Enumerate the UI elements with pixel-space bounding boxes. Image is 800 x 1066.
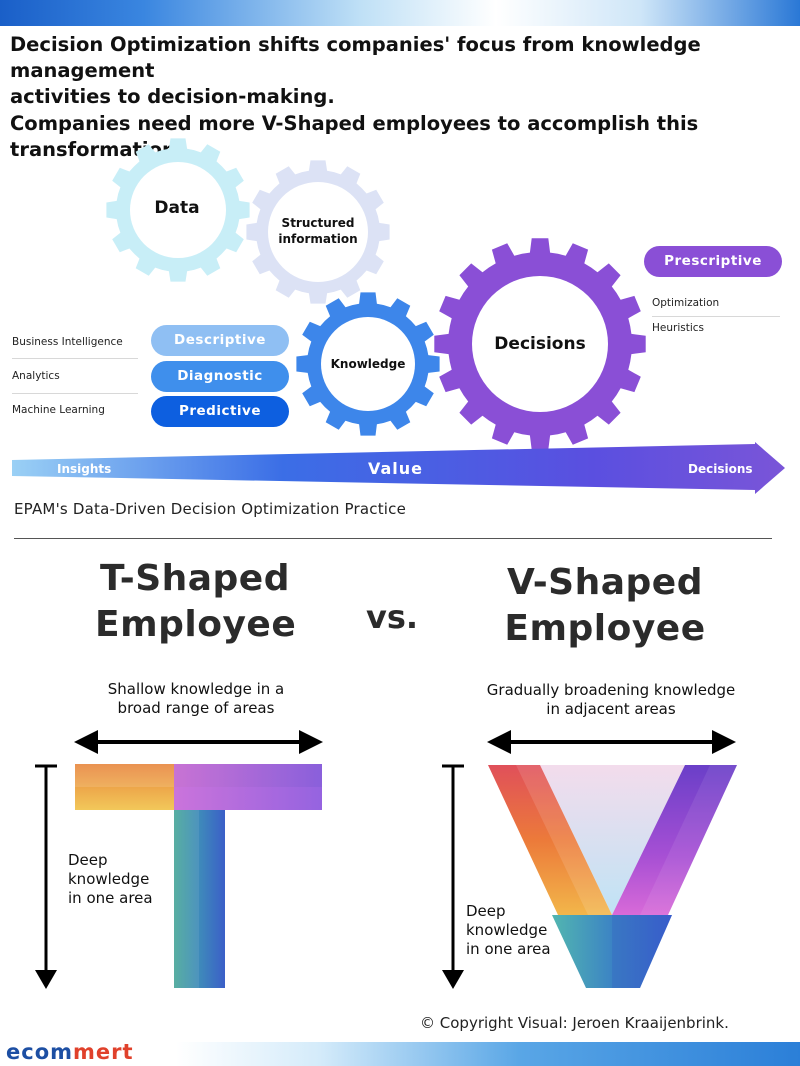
t-depth-line-3: in one area — [68, 889, 153, 907]
top-decor-bar — [0, 0, 800, 26]
v-shape-title: V-Shaped Employee — [500, 560, 710, 652]
bottom-decor-bar — [0, 1042, 800, 1066]
gear-knowledge-center — [321, 317, 415, 411]
t-breadth-arrow — [74, 730, 323, 754]
t-shape-title: T-Shaped Employee — [95, 556, 297, 648]
v-shape — [488, 765, 737, 988]
t-shape-title-line-1: T-Shaped — [99, 558, 290, 599]
v-shape-breadth-description: Gradually broadening knowledge in adjace… — [476, 681, 746, 719]
t-shape — [75, 764, 322, 988]
gear-label-knowledge: Knowledge — [330, 357, 406, 371]
v-depth-line-2: knowledge — [466, 921, 548, 939]
v-depth-arrow — [442, 764, 464, 989]
v-shape-title-line-2: Employee — [504, 608, 706, 649]
v-shape-title-line-1: V-Shaped — [507, 562, 703, 603]
divider — [652, 316, 780, 317]
divider — [12, 393, 138, 394]
headline-1-line-2: activities to decision-making. — [10, 85, 335, 108]
gear-decisions-center — [472, 276, 608, 412]
label-business-intelligence: Business Intelligence — [12, 336, 123, 348]
v-shape-breadth-line-2: in adjacent areas — [546, 700, 676, 718]
headline-1: Decision Optimization shifts companies' … — [10, 32, 800, 110]
gear-label-structured-line-1: Structured — [281, 216, 355, 230]
arrow-label-insights: Insights — [57, 462, 112, 476]
logo-part-2: mert — [73, 1040, 134, 1064]
value-arrow — [12, 442, 785, 494]
v-shape-breadth-line-1: Gradually broadening knowledge — [486, 681, 736, 699]
label-optimization: Optimization — [652, 297, 720, 309]
gears-diagram — [12, 138, 785, 494]
t-shape-breadth-line-1: Shallow knowledge in a — [107, 680, 285, 698]
gear-label-data: Data — [154, 198, 200, 218]
gear-label-decisions: Decisions — [494, 334, 586, 354]
copyright-credit: © Copyright Visual: Jeroen Kraaijenbrink… — [420, 1014, 729, 1032]
t-shape-title-line-2: Employee — [95, 604, 297, 645]
v-depth-description: Deep knowledge in one area — [466, 902, 551, 959]
label-machine-learning: Machine Learning — [12, 404, 105, 416]
logo-part-1: ecom — [6, 1040, 73, 1064]
pill-diagnostic: Diagnostic — [151, 361, 289, 392]
divider — [12, 358, 138, 359]
t-depth-line-1: Deep — [68, 851, 108, 869]
label-heuristics: Heuristics — [652, 322, 704, 334]
v-depth-line-1: Deep — [466, 902, 506, 920]
diagram-caption: EPAM's Data-Driven Decision Optimization… — [14, 500, 407, 518]
gear-label-structured-line-2: information — [278, 232, 358, 246]
t-depth-line-2: knowledge — [68, 870, 150, 888]
pill-prescriptive: Prescriptive — [644, 246, 782, 277]
arrow-label-value: Value — [368, 459, 424, 478]
versus-label: vs. — [366, 598, 419, 636]
pill-predictive: Predictive — [151, 396, 289, 427]
arrow-label-decisions: Decisions — [688, 462, 753, 476]
gear-label-structured: Structured information — [268, 215, 368, 247]
headline-1-line-1: Decision Optimization shifts companies' … — [10, 33, 701, 82]
headline-2: Companies need more V-Shaped employees t… — [10, 112, 699, 161]
t-shape-breadth-line-2: broad range of areas — [117, 699, 275, 717]
pill-descriptive: Descriptive — [151, 325, 289, 356]
brand-logo: ecommert — [6, 1040, 134, 1064]
section-divider — [14, 538, 772, 539]
gear-structured-center — [268, 182, 368, 282]
gear-data-center — [130, 162, 226, 258]
v-depth-line-3: in one area — [466, 940, 551, 958]
t-v-shapes-graphic — [35, 730, 737, 989]
v-breadth-arrow — [487, 730, 736, 754]
label-analytics: Analytics — [12, 370, 60, 382]
t-depth-description: Deep knowledge in one area — [68, 851, 153, 908]
t-depth-arrow — [35, 764, 57, 989]
t-shape-breadth-description: Shallow knowledge in a broad range of ar… — [86, 680, 306, 718]
